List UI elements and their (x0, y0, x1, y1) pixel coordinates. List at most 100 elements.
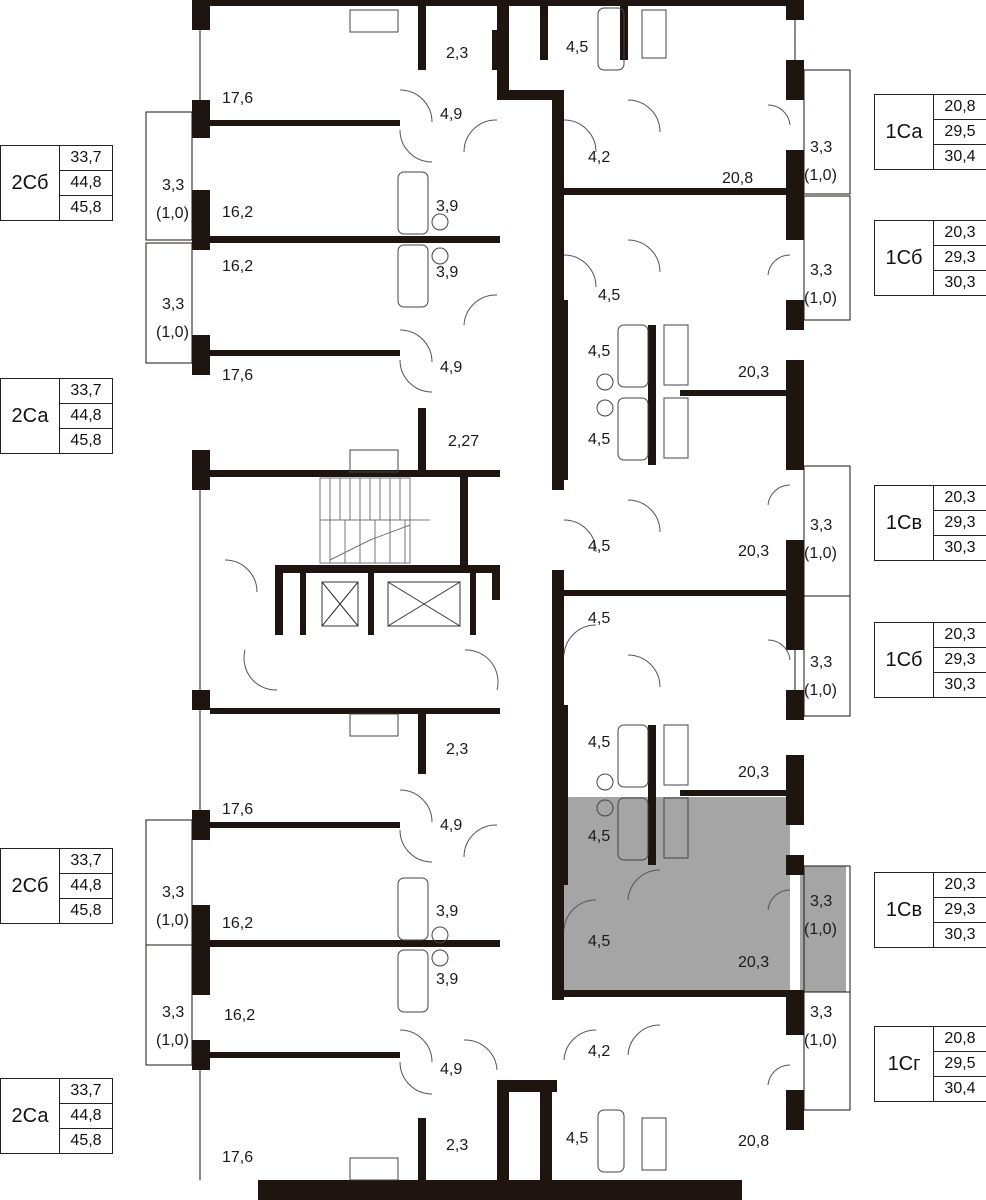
area-value: 33,7 (60, 146, 112, 171)
room-label: 4,2 (588, 1043, 610, 1060)
room-label: (1,0) (156, 205, 189, 222)
area-value: 20,3 (934, 221, 986, 246)
area-value: 20,8 (934, 95, 986, 120)
room-label: (1,0) (804, 290, 837, 307)
room-label: 3,3 (810, 139, 832, 156)
room-area-labels: 17,6 2,3 4,9 16,2 3,9 3,3 (1,0) 16,2 3,9… (156, 39, 837, 1166)
room-label: 2,3 (446, 741, 468, 758)
room-label: (1,0) (804, 167, 837, 184)
area-value: 30,3 (944, 676, 976, 693)
area-value: 44,8 (60, 1104, 112, 1129)
door-swings (224, 89, 791, 1095)
room-label: (1,0) (156, 1032, 189, 1049)
area-value: 30,4 (944, 148, 976, 165)
room-label: 3,3 (810, 262, 832, 279)
room-label: 4,5 (588, 343, 610, 360)
area-value: 30,3 (944, 539, 976, 556)
room-label: 20,3 (738, 954, 769, 971)
area-value: 33,7 (60, 1079, 112, 1104)
room-label: 17,6 (222, 367, 253, 384)
room-label: 20,3 (738, 764, 769, 781)
room-label: 4,5 (566, 39, 588, 56)
room-label: 16,2 (222, 204, 253, 221)
area-value: 33,7 (60, 849, 112, 874)
room-label: (1,0) (804, 921, 837, 938)
apartment-code: 2Сб (1, 146, 60, 220)
room-label: 2,3 (446, 1137, 468, 1154)
area-value: 20,3 (934, 873, 986, 898)
highlighted-apartment[interactable] (560, 797, 846, 992)
area-value: 45,8 (70, 1132, 102, 1149)
room-label: 3,9 (436, 971, 458, 988)
staircase (319, 477, 430, 564)
area-value: 44,8 (60, 171, 112, 196)
room-label: 16,2 (224, 1007, 255, 1024)
area-value: 20,3 (934, 486, 986, 511)
room-label: 4,5 (588, 933, 610, 950)
elevators (321, 581, 461, 627)
apartment-code: 1Св (875, 873, 934, 947)
room-label: (1,0) (804, 682, 837, 699)
area-value: 45,8 (70, 902, 102, 919)
room-label: 3,9 (436, 903, 458, 920)
room-label: 4,5 (588, 610, 610, 627)
room-label: (1,0) (156, 324, 189, 341)
room-label: 4,5 (588, 431, 610, 448)
room-label: 4,5 (588, 828, 610, 845)
room-label: (1,0) (804, 545, 837, 562)
room-label: 4,2 (588, 149, 610, 166)
room-label: 3,3 (810, 1004, 832, 1021)
area-value: 30,3 (944, 274, 976, 291)
area-value: 44,8 (60, 404, 112, 429)
room-label: 4,5 (588, 538, 610, 555)
room-label: (1,0) (156, 912, 189, 929)
area-value: 30,4 (944, 1080, 976, 1097)
area-value: 30,3 (944, 926, 976, 943)
area-value: 29,5 (934, 120, 986, 145)
room-label: 4,5 (588, 734, 610, 751)
room-label: 4,9 (440, 359, 462, 376)
apartment-code: 1Сб (875, 221, 934, 295)
apartment-code: 2Сб (1, 849, 60, 923)
area-value: 33,7 (60, 379, 112, 404)
room-label: 4,9 (440, 1061, 462, 1078)
room-label: 20,8 (738, 1133, 769, 1150)
bathroom-fixtures (349, 7, 689, 1181)
room-label: 4,9 (440, 106, 462, 123)
room-label: 20,3 (738, 543, 769, 560)
area-value: 20,3 (934, 623, 986, 648)
room-label: 17,6 (222, 90, 253, 107)
room-label: 3,3 (162, 296, 184, 313)
area-value: 29,3 (934, 511, 986, 536)
room-label: 17,6 (222, 801, 253, 818)
room-label: 16,2 (222, 915, 253, 932)
room-label: 3,3 (162, 177, 184, 194)
room-label: 2,3 (446, 45, 468, 62)
apartment-code: 2Са (1, 379, 60, 453)
apartment-code: 1Сг (875, 1027, 934, 1101)
room-label: 3,3 (162, 884, 184, 901)
area-value: 29,5 (934, 1052, 986, 1077)
room-label: 16,2 (222, 258, 253, 275)
room-label: (1,0) (804, 1032, 837, 1049)
room-label: 3,3 (162, 1004, 184, 1021)
room-label: 4,9 (440, 817, 462, 834)
room-label: 20,8 (722, 170, 753, 187)
room-label: 3,3 (810, 654, 832, 671)
apartment-code: 2Са (1, 1079, 60, 1153)
area-value: 29,3 (934, 648, 986, 673)
room-label: 17,6 (222, 1149, 253, 1166)
apartment-code: 1Са (875, 95, 934, 169)
room-label: 20,3 (738, 364, 769, 381)
